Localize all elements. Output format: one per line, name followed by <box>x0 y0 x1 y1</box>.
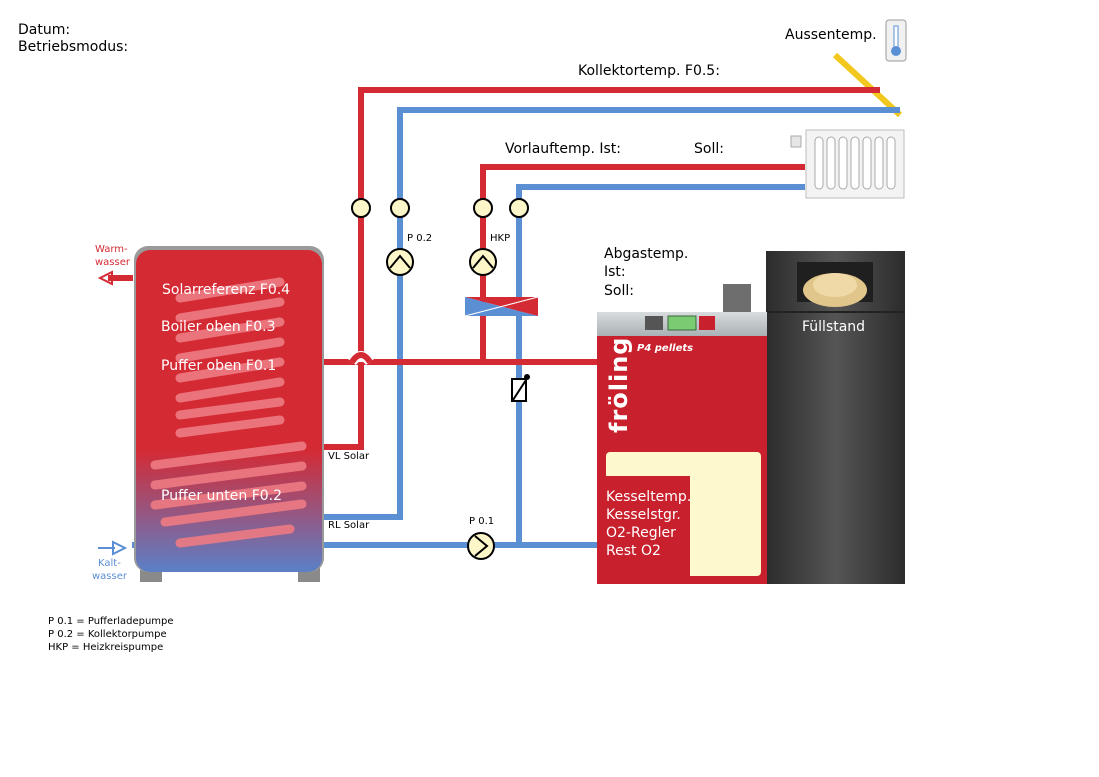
legend-p02: P 0.2 = Kollektorpumpe <box>48 629 167 640</box>
legend-hkp: HKP = Heizkreispumpe <box>48 642 164 653</box>
mixing-valve <box>464 296 539 317</box>
kaltwasser-arrow <box>112 540 128 556</box>
abgas-ist-label: Ist: <box>604 264 626 280</box>
sensor-puffer-unten: Puffer unten F0.2 <box>161 488 283 504</box>
sensor-boiler-oben: Boiler oben F0.3 <box>161 319 276 335</box>
vorlauf-soll-label: Soll: <box>694 141 724 157</box>
datum-label: Datum: <box>18 22 71 38</box>
boiler-brand-logo: fröling <box>605 336 633 433</box>
warmwasser-label-2: wasser <box>95 257 130 268</box>
pellet-hopper <box>766 251 905 584</box>
kesseltemp-label: Kesseltemp. <box>606 489 692 505</box>
sensor-puffer-oben: Puffer oben F0.1 <box>161 358 277 374</box>
abgas-soll-label: Soll: <box>604 283 634 299</box>
o2-regler-label: O2-Regler <box>606 525 676 541</box>
pellet-boiler <box>597 284 767 584</box>
kollektortemp-label: Kollektortemp. F0.5: <box>578 63 720 79</box>
kaltwasser-label-2: wasser <box>92 571 127 582</box>
boiler-model: P4 pellets <box>637 343 694 354</box>
buffer-tank <box>134 246 324 582</box>
pump-p02 <box>386 248 414 276</box>
rest-o2-label: Rest O2 <box>606 543 661 559</box>
radiator <box>790 129 905 199</box>
pump-hkp <box>469 248 497 276</box>
betriebsmodus-label: Betriebsmodus: <box>18 39 129 55</box>
sensor-solarreferenz: Solarreferenz F0.4 <box>162 282 291 298</box>
warmwasser-label-1: Warm- <box>95 244 128 255</box>
kaltwasser-label-1: Kalt- <box>98 558 121 569</box>
aussentemp-label: Aussentemp. <box>785 27 877 43</box>
legend-p01: P 0.1 = Pufferladepumpe <box>48 616 174 627</box>
abgastemp-label: Abgastemp. <box>604 246 689 262</box>
check-valve <box>511 374 530 402</box>
vorlauftemp-ist-label: Vorlauftemp. Ist: <box>505 141 621 157</box>
pump-hkp-label: HKP <box>490 233 511 244</box>
warmwasser-arrow <box>97 270 113 286</box>
pump-p01-label: P 0.1 <box>469 516 495 527</box>
thermometer-icon <box>885 19 907 62</box>
vl-solar-label: VL Solar <box>328 451 370 462</box>
temperature-sensors <box>351 198 529 218</box>
kesselstgr-label: Kesselstgr. <box>606 507 681 523</box>
rl-solar-label: RL Solar <box>328 520 370 531</box>
fuellstand-label: Füllstand <box>802 319 866 335</box>
pump-p01 <box>467 532 495 560</box>
solar-collector <box>832 52 903 118</box>
pump-p02-label: P 0.2 <box>407 233 433 244</box>
